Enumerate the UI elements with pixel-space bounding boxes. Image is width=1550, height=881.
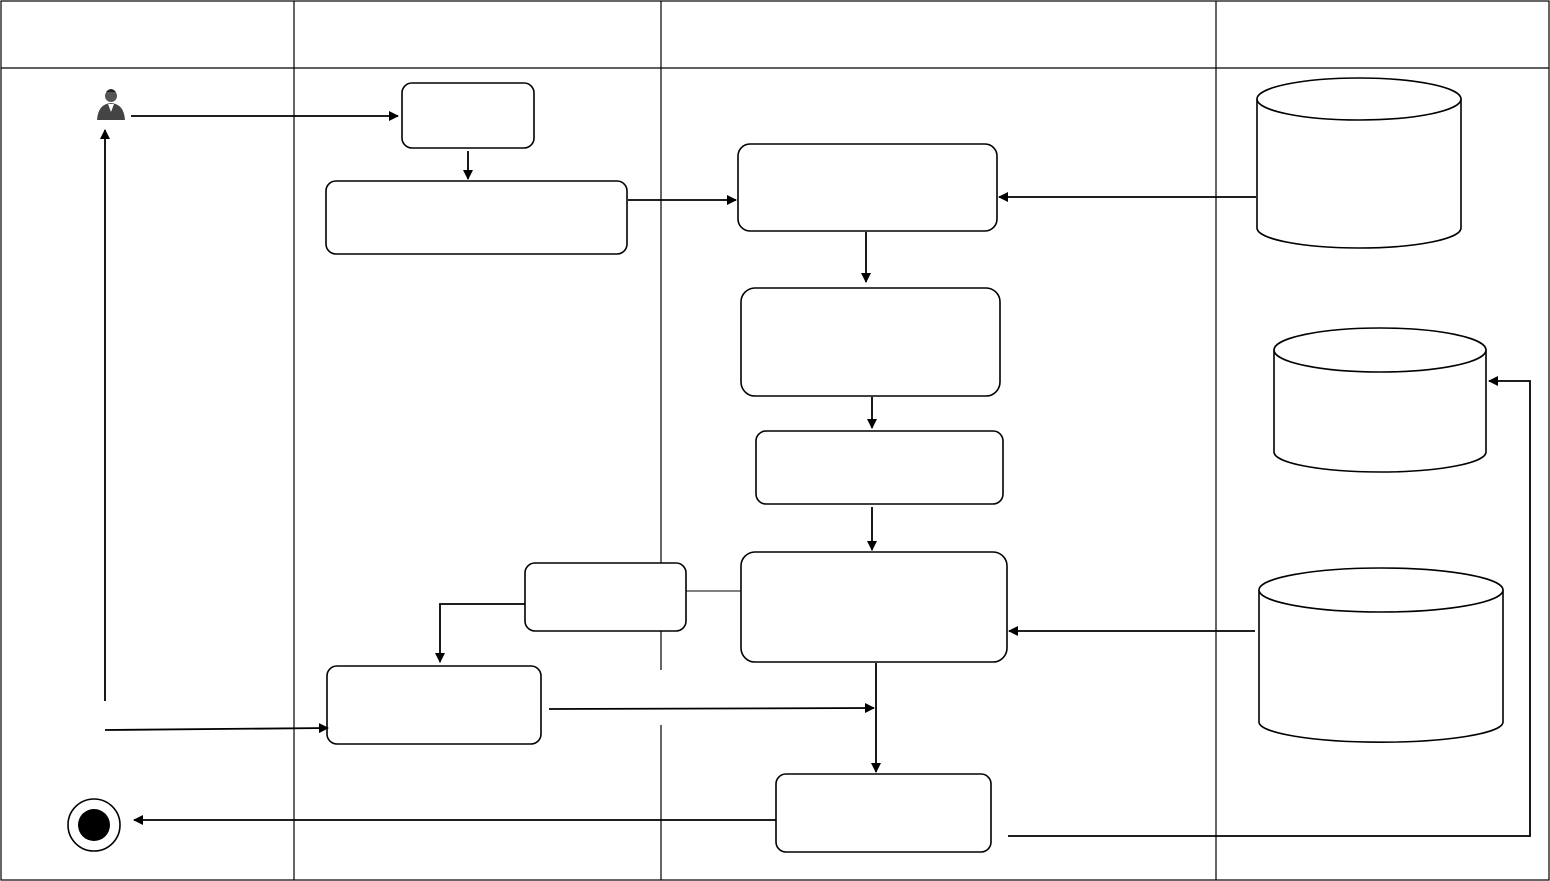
activity-node-8 [326, 665, 542, 745]
datastore-2 [1273, 327, 1487, 473]
activity-node-5 [755, 430, 1004, 505]
activity-node-1 [401, 82, 535, 149]
activity-node-6 [740, 551, 1008, 663]
activity-node-2 [325, 180, 628, 255]
activity-node-9 [775, 773, 992, 853]
datastore-3 [1258, 567, 1504, 743]
flow-actor-lane-to-node8 [104, 723, 329, 734]
flow-node7-to-node8 [435, 603, 525, 663]
activity-node-7 [524, 562, 687, 632]
activity-node-4 [740, 287, 1001, 397]
actor-icon [97, 89, 125, 120]
final-node [67, 798, 121, 852]
activity-node-3 [737, 143, 998, 232]
datastore-1 [1256, 77, 1462, 249]
flow-node9-to-db2 [1008, 376, 1531, 837]
flow-node8-to-join [548, 703, 875, 714]
